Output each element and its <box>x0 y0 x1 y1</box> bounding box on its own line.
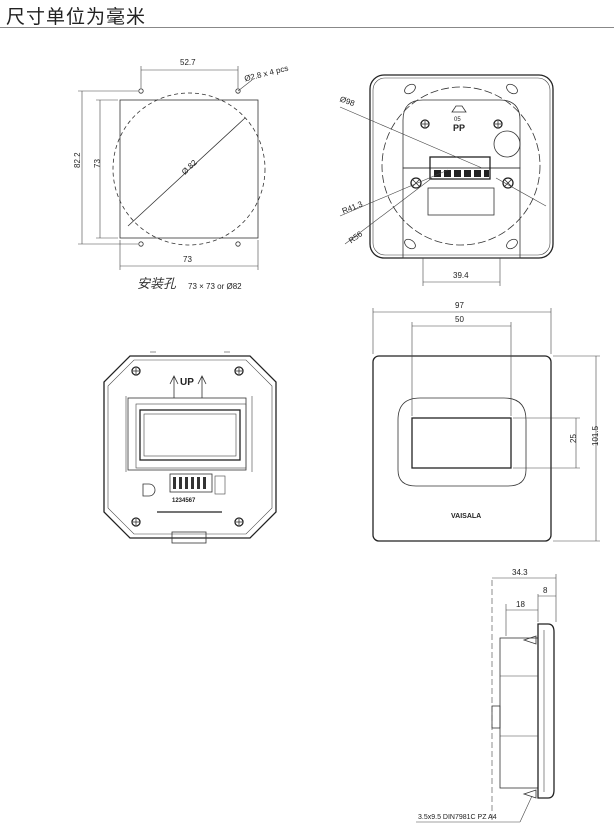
height-outer-label: 82.2 <box>73 152 82 168</box>
front-width-label: 97 <box>455 301 464 310</box>
screw-icon <box>502 177 514 189</box>
lcd-panel <box>139 409 241 461</box>
display-width-label: 50 <box>455 315 464 324</box>
screw-icon <box>234 366 244 376</box>
display-window <box>397 397 527 487</box>
screw-icon <box>131 366 141 376</box>
recycle-number: 05 <box>454 117 461 123</box>
board-view-drawing: UP 1234567 <box>103 351 277 544</box>
board-frame <box>127 397 247 471</box>
display-height-label: 25 <box>569 434 578 443</box>
cable-entry <box>493 130 521 158</box>
mount-hole <box>138 88 144 94</box>
screw-icon <box>234 517 244 527</box>
mount-hole <box>235 241 241 247</box>
diameter-label: Ø 82 <box>180 158 199 177</box>
radius-1-label: R41.3 <box>341 199 365 216</box>
width-label: 73 <box>183 255 192 264</box>
body-depth-label: 18 <box>516 600 525 609</box>
screw-icon <box>420 119 430 129</box>
back-view-drawing: 05 PP Ø98 R41.3 R56 39.4 <box>339 74 554 286</box>
side-front-cover <box>537 623 555 799</box>
terminal-block <box>429 156 491 180</box>
dip-switch <box>169 473 213 493</box>
arrow-up-icon <box>197 375 207 398</box>
screw-icon <box>493 119 503 129</box>
page-title: 尺寸单位为毫米 <box>6 6 147 28</box>
screw-icon <box>410 177 422 189</box>
brand-label: VAISALA <box>451 513 481 520</box>
panel-cutout-drawing: Ø 82 52.7 Ø2.8 x 4 pcs 82.2 73 73 安装孔 73… <box>73 58 289 292</box>
up-label: UP <box>180 377 194 388</box>
front-depth-label: 8 <box>543 586 548 595</box>
title-divider <box>0 27 614 28</box>
label-area <box>427 187 495 216</box>
mount-hole <box>235 88 241 94</box>
mount-hole <box>138 241 144 247</box>
hole-spacing-label: 52.7 <box>180 58 196 67</box>
screw-spec-label: 3.5x9.5 DIN7981C PZ A4 <box>418 814 497 821</box>
cutout-caption: 安装孔 <box>137 277 177 292</box>
outer-circle <box>381 86 541 246</box>
cutout-caption-sub: 73 × 73 or Ø82 <box>188 282 242 291</box>
side-view-drawing: 34.3 8 18 3.5x9.5 DIN7981C PZ A4 <box>416 568 557 823</box>
front-housing <box>372 355 552 542</box>
front-view-drawing: VAISALA 97 50 25 101.5 <box>372 301 600 542</box>
housing-outline <box>369 74 554 259</box>
cutout-square <box>119 99 259 239</box>
display-area <box>411 417 512 469</box>
dip-numbers: 1234567 <box>172 498 196 504</box>
recycle-label: PP <box>453 123 465 133</box>
depth-label: 34.3 <box>512 568 528 577</box>
board-outline <box>103 355 277 539</box>
arrow-up-icon <box>169 375 179 398</box>
diameter-line <box>127 117 246 227</box>
front-height-label: 101.5 <box>591 425 600 446</box>
cutout-circle <box>112 92 266 246</box>
side-body <box>499 637 539 789</box>
height-inner-label: 73 <box>93 159 102 168</box>
outer-diameter-label: Ø98 <box>339 95 357 109</box>
hole-spec-label: Ø2.8 x 4 pcs <box>243 64 289 84</box>
bottom-width-label: 39.4 <box>453 271 469 280</box>
screw-icon <box>131 517 141 527</box>
recycle-icon <box>451 105 467 113</box>
